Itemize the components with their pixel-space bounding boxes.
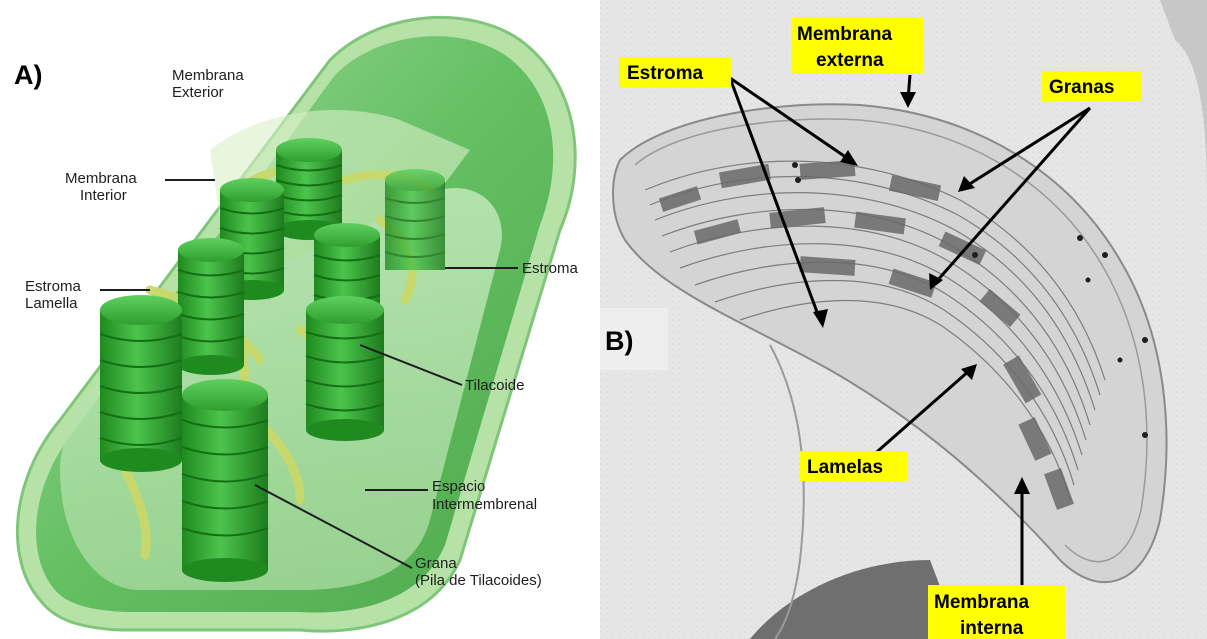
inner-membrane-label-line1: Membrana (934, 592, 1029, 613)
grana-stack (182, 379, 268, 582)
chloroplast-illustration-panel: A) Membrana Exterior Membrana Interior E… (0, 0, 600, 639)
grana-stack (306, 296, 384, 441)
grana-stack (100, 295, 182, 472)
inner-membrane-label-line2: interna (960, 618, 1024, 639)
inner-membrane-label-line2: Interior (80, 187, 127, 204)
intermembrane-label-line1: Espacio (432, 478, 485, 495)
stroma-lamella-label-line1: Estroma (25, 278, 82, 295)
stroma-label: Estroma (522, 260, 579, 277)
chloroplast-micrograph: Estroma Membrana externa Granas Lamelas … (600, 0, 1207, 639)
inner-membrane-label-line1: Membrana (65, 170, 137, 187)
stroma-lamella-label-line2: Lamella (25, 295, 78, 312)
intermembrane-label-line2: Intermembrenal (432, 496, 537, 513)
grana-stack (385, 169, 445, 270)
outer-membrane-label-line1: Membrana (797, 24, 892, 45)
lamelas-label: Lamelas (807, 457, 883, 478)
grana-label-line1: Grana (415, 555, 457, 572)
estroma-label: Estroma (627, 63, 703, 84)
thylakoid-label: Tilacoide (465, 377, 524, 394)
outer-membrane-label-line1: Membrana (172, 67, 244, 84)
outer-membrane-label-line2: Exterior (172, 84, 224, 101)
grana-label-line2: (Pila de Tilacoides) (415, 572, 542, 589)
micrograph-panel: Estroma Membrana externa Granas Lamelas … (600, 0, 1207, 639)
granas-label: Granas (1049, 77, 1114, 98)
panel-b-letter: B) (605, 326, 634, 356)
grana-stack (178, 238, 244, 375)
chloroplast-illustration: A) Membrana Exterior Membrana Interior E… (0, 0, 600, 639)
panel-a-letter: A) (14, 60, 43, 90)
outer-membrane-label-line2: externa (816, 50, 884, 71)
